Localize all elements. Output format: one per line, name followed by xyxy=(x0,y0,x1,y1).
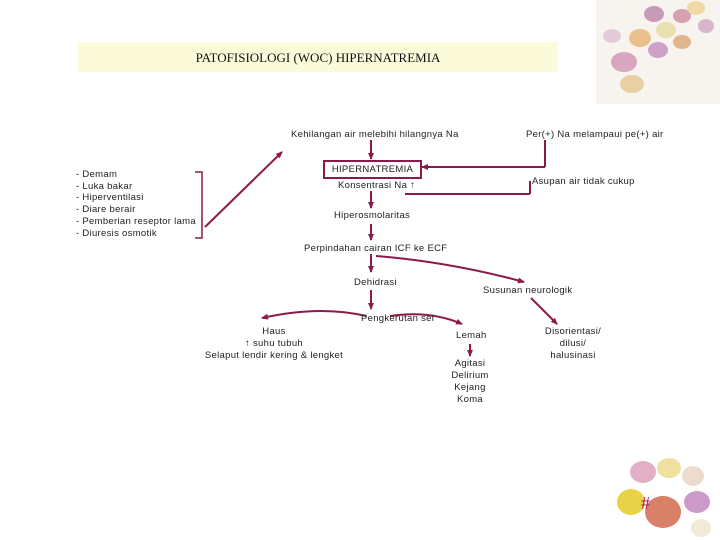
node-perpindahan-cairan: Perpindahan cairan ICF ke ECF xyxy=(304,243,448,254)
node-per-plus-na: Per(+) Na melampaui pe(+) air xyxy=(526,129,664,140)
cause-list-item: - Hiperventilasi xyxy=(76,192,144,204)
haus-line: Haus xyxy=(262,326,286,337)
cause-list-item: - Luka bakar xyxy=(76,180,133,192)
node-susunan-neurologik: Susunan neurologik xyxy=(483,285,573,296)
page-title: PATOFISIOLOGI (WOC) HIPERNATREMIA xyxy=(195,50,441,65)
node-agitasi-group: Agitasi Delirium Kejang Koma xyxy=(446,358,494,406)
node-hipernatremia: HIPERNATREMIA xyxy=(323,160,422,179)
agitasi-line: Delirium xyxy=(451,370,489,381)
node-konsentrasi-na: Konsentrasi Na ↑ xyxy=(338,180,416,191)
arrow-pengkerutan-to-lemah xyxy=(389,313,463,325)
arrow-pengkerutan-to-haus xyxy=(261,309,367,320)
cause-list: - Demam - Luka bakar - Hiperventilasi - … xyxy=(76,169,196,239)
haus-line: Selaput lendir kering & lengket xyxy=(204,350,344,361)
haus-line: ↑ suhu tubuh xyxy=(244,338,303,349)
disorientasi-line: dilusi/ xyxy=(559,338,587,349)
slide-number: # xyxy=(641,493,651,513)
node-asupan-air: Asupan air tidak cukup xyxy=(532,176,635,187)
node-dehidrasi: Dehidrasi xyxy=(354,277,397,288)
cause-list-item: - Demam xyxy=(76,169,118,180)
node-kehilangan-air: Kehilangan air melebihi hilangnya Na xyxy=(291,129,459,140)
arrow-perpindahan-to-susunan xyxy=(375,255,525,284)
node-lemah: Lemah xyxy=(456,330,487,341)
agitasi-line: Kejang xyxy=(454,382,486,393)
cause-list-item: - Diuresis osmotik xyxy=(76,227,157,239)
cause-list-bracket xyxy=(195,171,203,239)
agitasi-line: Koma xyxy=(456,394,484,405)
disorientasi-line: Disorientasi/ xyxy=(544,326,602,337)
node-hiperosmolaritas: Hiperosmolaritas xyxy=(334,210,411,221)
eggs-decoration-bottom xyxy=(617,458,711,537)
node-pengkerutan-sel: Pengkerutan sel xyxy=(361,313,435,324)
eggs-decoration-top xyxy=(596,0,720,104)
title-band: PATOFISIOLOGI (WOC) HIPERNATREMIA xyxy=(78,42,558,72)
node-haus-group: Haus ↑ suhu tubuh Selaput lendir kering … xyxy=(200,326,348,362)
agitasi-line: Agitasi xyxy=(454,358,486,369)
cause-list-item: - Pemberian reseptor lama xyxy=(76,215,196,227)
arrow-susunan-to-disorientasi xyxy=(530,297,558,325)
arrow-list-to-kehilangan xyxy=(204,151,283,228)
cause-list-item: - Diare berair xyxy=(76,204,136,216)
node-disorientasi-group: Disorientasi/ dilusi/ halusinasi xyxy=(536,326,610,362)
disorientasi-line: halusinasi xyxy=(550,350,596,361)
